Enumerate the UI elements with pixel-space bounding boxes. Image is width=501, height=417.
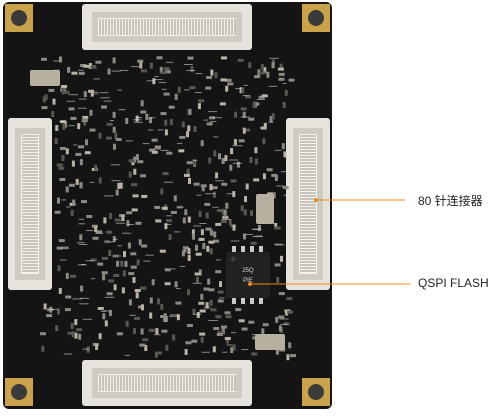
connector-bottom xyxy=(82,360,252,406)
capacitor-bottom xyxy=(255,334,285,350)
smd-components xyxy=(40,56,296,361)
mounting-holes xyxy=(5,4,330,406)
capacitor-tantalum xyxy=(256,194,274,224)
connector-right-80pin xyxy=(286,118,330,290)
flash-marking-line3: PIE xyxy=(243,278,253,284)
callout-label-qspi-flash: QSPI FLASH xyxy=(418,276,489,290)
qspi-flash-chip: 25Q PIE xyxy=(226,246,270,304)
callout-lines xyxy=(248,198,410,286)
pcb-board xyxy=(3,2,332,409)
connector-top xyxy=(82,4,252,50)
connector-left xyxy=(8,118,52,290)
callout-label-80pin-connector: 80 针连接器 xyxy=(418,194,483,208)
capacitor-large xyxy=(30,70,60,86)
flash-marking-line2: 25Q xyxy=(242,268,254,274)
